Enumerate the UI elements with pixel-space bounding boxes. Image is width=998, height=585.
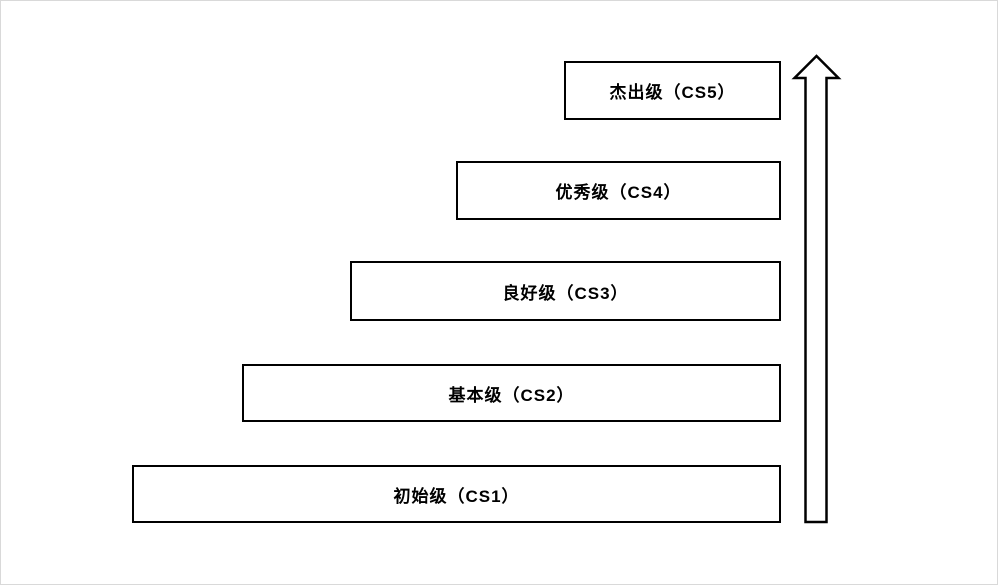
level-label-cs3: 良好级（CS3） bbox=[502, 283, 629, 303]
level-box-cs4: 优秀级（CS4） bbox=[456, 161, 781, 220]
level-box-cs2: 基本级（CS2） bbox=[242, 364, 781, 422]
level-label-cs1: 初始级（CS1） bbox=[393, 486, 520, 506]
level-box-cs1: 初始级（CS1） bbox=[132, 465, 781, 523]
level-box-cs5: 杰出级（CS5） bbox=[564, 61, 781, 120]
level-label-cs2: 基本级（CS2） bbox=[448, 385, 575, 405]
up-arrow-svg bbox=[791, 54, 842, 524]
level-box-cs3: 良好级（CS3） bbox=[350, 261, 781, 321]
level-label-cs5: 杰出级（CS5） bbox=[609, 83, 736, 102]
level-label-cs4: 优秀级（CS4） bbox=[555, 183, 682, 202]
up-arrow-icon bbox=[790, 52, 843, 527]
